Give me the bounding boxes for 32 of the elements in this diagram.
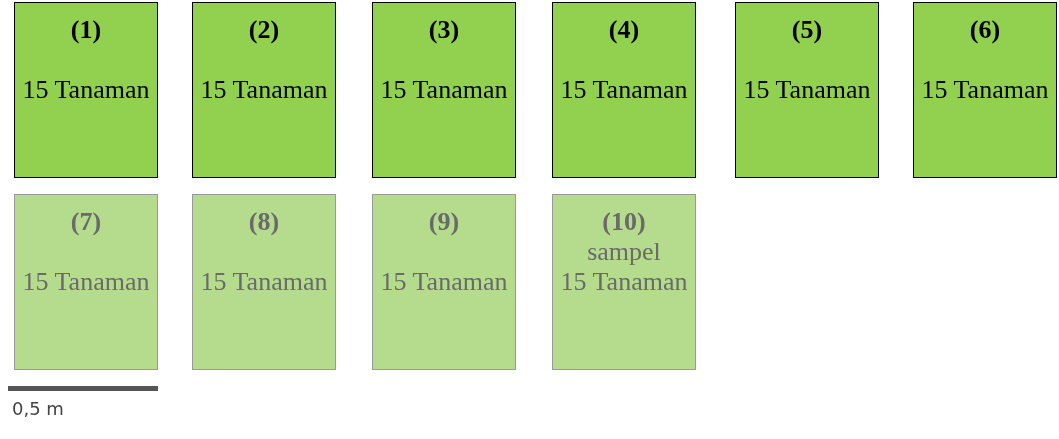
plant-count: 15 Tanaman: [22, 75, 150, 105]
plant-count: 15 Tanaman: [200, 267, 328, 297]
plant-count: 15 Tanaman: [22, 267, 150, 297]
plot-number: (10): [602, 207, 646, 237]
plot-box: [192, 2, 336, 178]
plot-number: (6): [969, 15, 1001, 45]
plot-number: (9): [428, 207, 460, 237]
plant-count: 15 Tanaman: [380, 267, 508, 297]
plant-count: 15 Tanaman: [560, 75, 688, 105]
plot-number: (5): [791, 15, 823, 45]
plot-box: [913, 2, 1057, 178]
plot-number: (1): [70, 15, 102, 45]
plot-box: [14, 2, 158, 178]
plot-number: (7): [70, 207, 102, 237]
plant-count: 15 Tanaman: [743, 75, 871, 105]
plot-number: (2): [248, 15, 280, 45]
plot-note: sampel: [587, 237, 661, 267]
plot-box: [14, 194, 158, 370]
plot-box: [372, 2, 516, 178]
plot-box: [192, 194, 336, 370]
plot-number: (8): [248, 207, 280, 237]
plant-count: 15 Tanaman: [200, 75, 328, 105]
plant-count: 15 Tanaman: [380, 75, 508, 105]
plot-box: [552, 194, 696, 370]
plot-number: (4): [608, 15, 640, 45]
plot-box: [735, 2, 879, 178]
plant-count: 15 Tanaman: [921, 75, 1049, 105]
plot-number: (3): [428, 15, 460, 45]
plant-count: 15 Tanaman: [560, 267, 688, 297]
plot-box: [552, 2, 696, 178]
scale-label: 0,5 m: [12, 398, 64, 419]
plot-box: [372, 194, 516, 370]
